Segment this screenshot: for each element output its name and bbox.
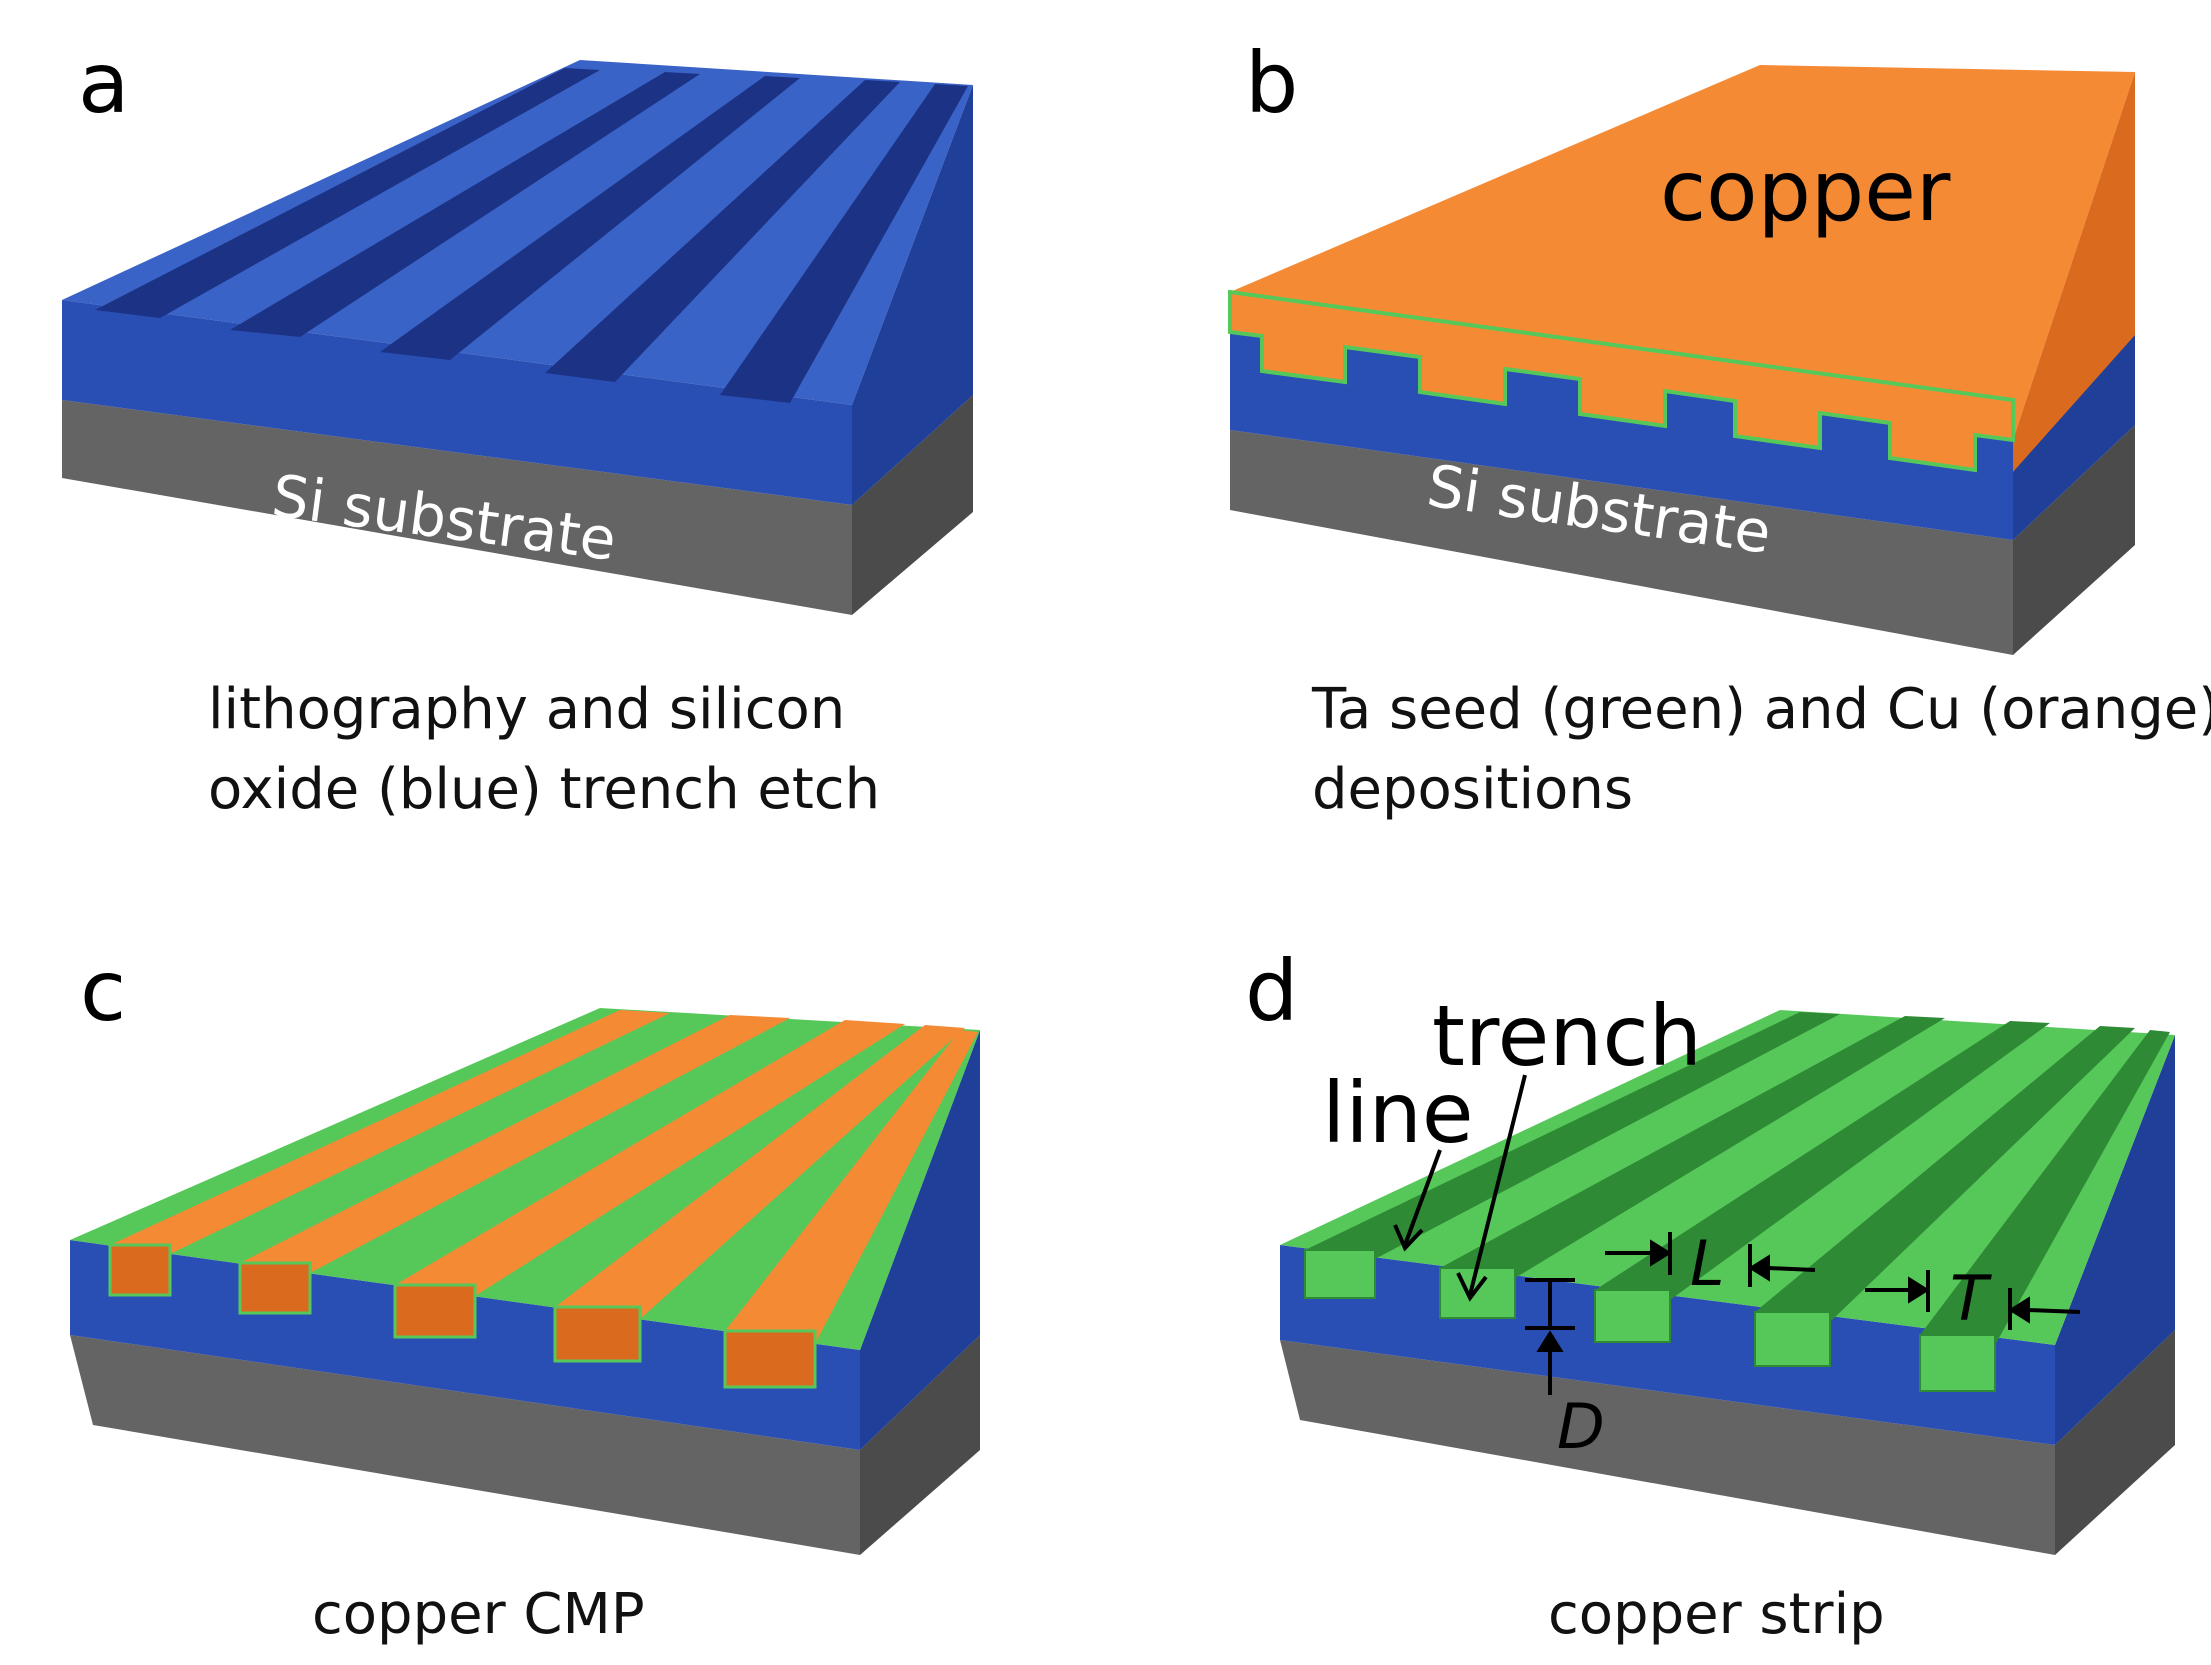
- panel-d-D-arrowhead: [1536, 1330, 1564, 1352]
- panel-d-caption: copper strip: [1548, 1582, 1885, 1647]
- panel-c-copper-front: [238, 1261, 312, 1315]
- panel-c-copper-stripe: [725, 1030, 978, 1344]
- panel-d-front-notch: [1754, 1311, 1831, 1367]
- panel-d-front-notch: [1594, 1289, 1671, 1343]
- panel-d-letter: d: [1245, 942, 1298, 1040]
- panel-b: b copper Si substrate Ta seed (green) an…: [1228, 34, 2211, 822]
- panel-d-T-arrow-right: [2027, 1308, 2081, 1314]
- panel-c-copper-stripe: [395, 1020, 905, 1296]
- panel-c-copper-fronts: [108, 1243, 817, 1389]
- panel-c-copper-stripe: [555, 1025, 965, 1319]
- panel-d-L-arrowhead-right: [1748, 1254, 1770, 1282]
- panel-d-trench: [1440, 1016, 1945, 1278]
- panel-d: d trench line: [1245, 942, 2175, 1647]
- panel-d-front-notches: [1304, 1249, 1996, 1392]
- panel-d-front-notch: [1439, 1267, 1516, 1319]
- panel-c-copper-front: [108, 1243, 172, 1297]
- panel-d-trench: [1595, 1021, 2050, 1300]
- panel-d-front-notch: [1304, 1249, 1376, 1299]
- panel-c-letter: c: [80, 942, 126, 1040]
- panel-a-caption-line-1: lithography and silicon: [208, 677, 845, 742]
- panel-c-silicon-front: [70, 1335, 860, 1555]
- panel-d-L-arrow-right: [1767, 1266, 1816, 1272]
- panel-d-line-arrowhead: [1393, 1224, 1424, 1252]
- panel-d-L-arrowhead-left: [1650, 1239, 1672, 1267]
- panel-c-copper-front: [553, 1305, 642, 1363]
- panel-d-trench: [1920, 1030, 2170, 1345]
- panel-d-T-arrowhead-left: [1908, 1276, 1930, 1304]
- panel-b-caption-line-1: Ta seed (green) and Cu (orange): [1311, 677, 2211, 742]
- panel-d-D-dimension: [1525, 1278, 1575, 1395]
- panel-d-line-arrow: [1403, 1149, 1442, 1246]
- panel-c-copper-front: [393, 1283, 477, 1339]
- panel-d-callout-arrows: [1393, 1074, 1527, 1302]
- panel-a-trench: [380, 76, 800, 360]
- panel-d-oxide-side: [2055, 1035, 2175, 1445]
- panel-d-L-dimension: [1605, 1232, 1816, 1287]
- panel-c-copper-stripe: [240, 1015, 790, 1273]
- panel-d-trenches: [1305, 1012, 2170, 1345]
- panel-a-trench: [720, 84, 968, 403]
- panel-d-T-arrowhead-right: [2008, 1296, 2030, 1324]
- panel-b-oxide-side: [2013, 335, 2135, 540]
- panel-a-silicon-side: [852, 395, 973, 615]
- panel-d-line-label: line: [1322, 1064, 1474, 1162]
- panel-b-caption-line-2: depositions: [1312, 757, 1633, 822]
- panel-a: a Si substrate lithography and silicon o…: [62, 34, 973, 822]
- panel-d-trench-arrowhead: [1456, 1272, 1488, 1302]
- panel-a-trench: [95, 68, 600, 318]
- panel-b-copper-top: [1230, 65, 2135, 440]
- panel-c-silicon-side: [860, 1335, 980, 1555]
- panel-c-oxide-side: [860, 1030, 980, 1450]
- panel-a-oxide-side: [852, 85, 973, 505]
- panel-a-silicon-front: [62, 400, 852, 615]
- panel-b-copper-side: [2013, 72, 2135, 472]
- panel-d-D-label: D: [1557, 1390, 1605, 1463]
- panel-d-T-dimension: [1865, 1270, 2081, 1330]
- panel-b-silicon-front: [1230, 430, 2013, 655]
- panel-d-trench-arrow: [1468, 1074, 1527, 1296]
- panel-d-silicon-front: [1280, 1340, 2055, 1555]
- panel-a-oxide-front: [62, 300, 852, 505]
- panel-b-silicon-side: [2013, 425, 2135, 655]
- panel-b-copper-front-fill: [1228, 289, 2015, 473]
- panel-a-trenches: [95, 68, 968, 403]
- panel-d-trench-label: trench: [1432, 987, 1702, 1085]
- panel-c-copper-stripes: [110, 1010, 978, 1344]
- panel-a-caption-line-2: oxide (blue) trench etch: [208, 757, 880, 822]
- panel-d-trench: [1755, 1026, 2135, 1322]
- panel-d-front-notch: [1919, 1334, 1996, 1392]
- panel-a-trench: [545, 80, 900, 382]
- panel-d-L-label: L: [1690, 1227, 1725, 1300]
- panel-b-letter: b: [1245, 34, 1298, 132]
- panel-c-caption: copper CMP: [312, 1582, 645, 1647]
- panel-b-copper-label: copper: [1660, 142, 1951, 240]
- panel-d-T-label: T: [1950, 1262, 1992, 1335]
- panel-c-copper-stripe: [110, 1010, 670, 1254]
- panel-d-silicon-side: [2055, 1330, 2175, 1555]
- panel-c-copper-front: [723, 1329, 817, 1389]
- panel-c: c copper CMP: [70, 942, 980, 1647]
- panel-a-letter: a: [78, 34, 129, 132]
- panel-d-trench: [1305, 1012, 1840, 1259]
- panel-a-trench: [230, 72, 700, 337]
